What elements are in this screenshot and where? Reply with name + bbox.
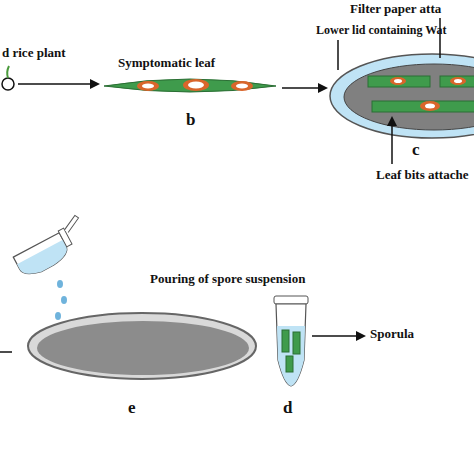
leaf [104,79,276,92]
step-label: Sporula [370,327,414,342]
panel-letter: d [283,398,292,418]
flow-line [0,351,12,353]
petri-dish-lid [330,54,474,138]
panel-letter: c [412,140,420,160]
leaf-lesions [137,79,253,91]
step-label: Symptomatic leaf [118,56,215,71]
step-label: d rice plant [2,46,66,61]
step-label: Leaf bits attache [376,168,468,183]
step-label: Pouring of spore suspension [150,272,305,287]
panel-letter: e [128,398,136,418]
leader-line [337,40,339,70]
flow-arrow [18,83,98,85]
agar-medium [37,321,249,375]
filter-paper [344,64,474,130]
plant-base [2,78,14,90]
sporulation-tube [274,296,308,386]
flow-arrow [282,87,326,89]
leader-arrow [391,118,393,164]
eppendorf-tube [10,214,93,280]
step-label: Filter paper atta [350,2,441,17]
petri-dish [28,313,256,379]
leaf-bits [368,76,474,112]
leader-arrow [312,335,364,337]
plant-stem [7,66,9,78]
step-label: Lower lid containing Wat [316,24,447,38]
spore-drops [55,280,67,320]
panel-letter: b [186,110,195,130]
